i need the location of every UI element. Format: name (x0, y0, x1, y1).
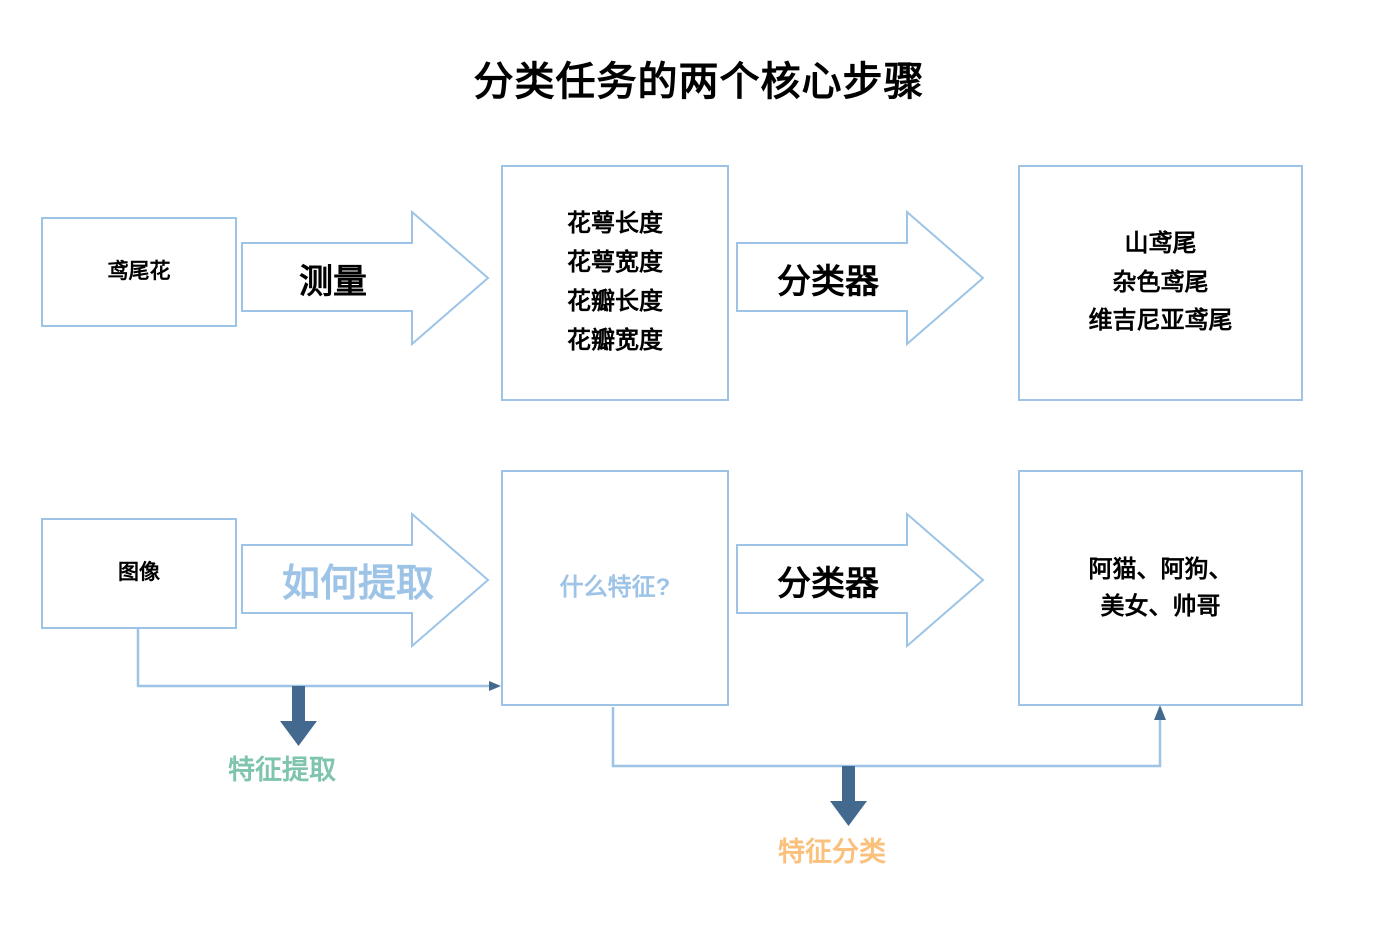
species-line-setosa: 山鸢尾 (1124, 229, 1197, 257)
down-arrow-feature-extraction (280, 686, 317, 746)
box-iris-input[interactable]: 鸢尾花 (41, 217, 237, 327)
arrow-label-how-to-extract: 如何提取 (281, 562, 434, 605)
box-image-classes[interactable]: 阿猫、阿狗、 美女、帅哥 (1018, 470, 1303, 706)
arrowhead-into-feature-box (489, 681, 501, 691)
feature-line-sepal-width: 花萼宽度 (567, 249, 663, 277)
classes-line-0: 阿猫、阿狗、 (1088, 555, 1233, 583)
box-iris-species-lines: 山鸢尾 杂色鸢尾 维吉尼亚鸢尾 (1020, 225, 1301, 342)
feature-line-petal-length: 花瓣长度 (567, 288, 663, 315)
down-arrow-feature-classification (830, 766, 867, 826)
feature-line-sepal-length: 花萼长度 (567, 210, 663, 238)
box-iris-species[interactable]: 山鸢尾 杂色鸢尾 维吉尼亚鸢尾 (1018, 165, 1303, 401)
connector-feature-extraction (136, 629, 501, 746)
arrowhead-into-classes-box (1154, 705, 1166, 720)
what-features-line-0: 什么特征? (559, 574, 671, 602)
box-image-input-lines: 图像 (43, 559, 235, 587)
arrow-label-classifier-1: 分类器 (777, 262, 879, 301)
box-iris-input-lines: 鸢尾花 (43, 258, 235, 286)
classes-line-1: 美女、帅哥 (1100, 593, 1221, 620)
box-what-features-lines: 什么特征? (503, 571, 727, 605)
label-feature-classification: 特征分类 (778, 837, 886, 867)
box-image-input[interactable]: 图像 (41, 518, 237, 629)
arrow-label-classifier-2: 分类器 (777, 564, 879, 603)
box-iris-features[interactable]: 花萼长度 花萼宽度 花瓣长度 花瓣宽度 (501, 165, 729, 401)
species-line-virginica: 维吉尼亚鸢尾 (1088, 307, 1233, 335)
box-image-input-line-0: 图像 (118, 561, 160, 585)
arrow-label-measure: 测量 (299, 262, 367, 301)
species-line-versicolor: 杂色鸢尾 (1112, 268, 1209, 296)
box-iris-features-lines: 花萼长度 花萼宽度 花瓣长度 花瓣宽度 (503, 205, 727, 361)
box-what-features[interactable]: 什么特征? (501, 470, 729, 706)
box-image-classes-lines: 阿猫、阿狗、 美女、帅哥 (1020, 551, 1301, 625)
page-title: 分类任务的两个核心步骤 (473, 60, 925, 104)
connector-feature-classification (611, 705, 1166, 826)
box-iris-input-line-0: 鸢尾花 (107, 259, 171, 283)
label-feature-extraction: 特征提取 (228, 755, 336, 785)
feature-line-petal-width: 花瓣宽度 (567, 326, 663, 354)
